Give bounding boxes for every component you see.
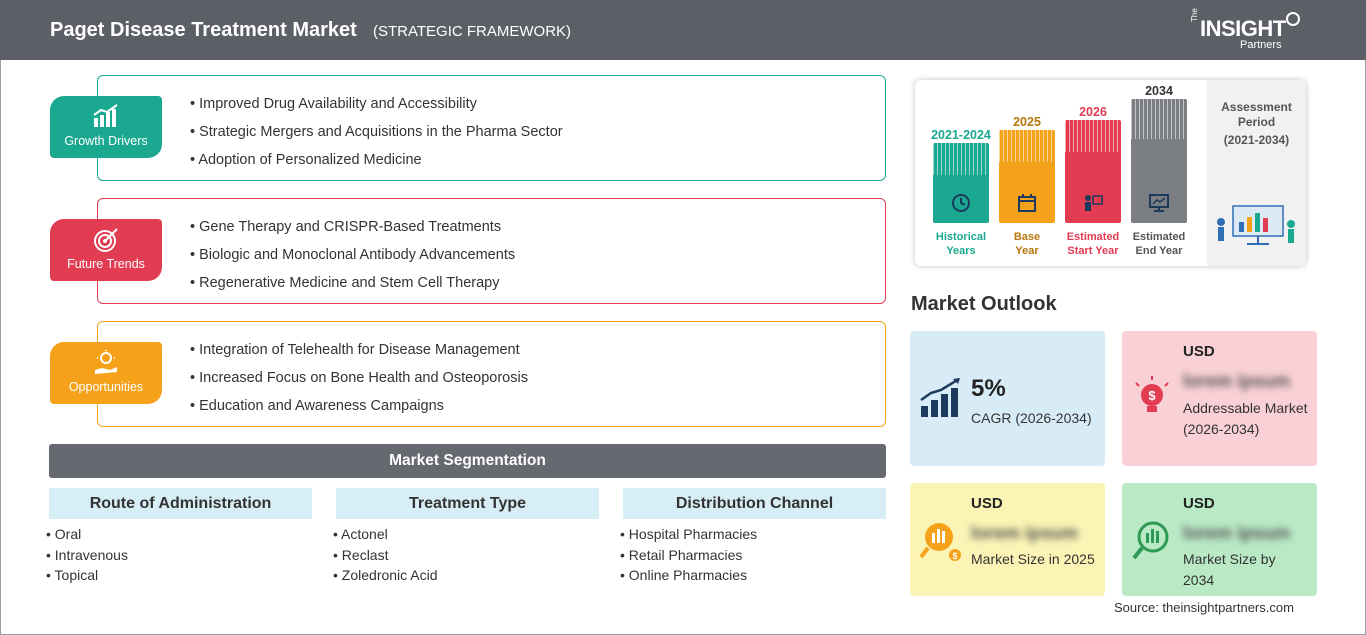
calendar-icon <box>1018 194 1036 212</box>
list-item: Improved Drug Availability and Accessibi… <box>190 94 563 122</box>
market-outlook-title: Market Outlook <box>911 293 1057 315</box>
list-item: Adoption of Personalized Medicine <box>190 150 563 178</box>
cagr-label: CAGR (2026-2034) <box>971 410 1092 426</box>
opportunities-tag: Opportunities <box>50 342 162 404</box>
list-item: Online Pharmacies <box>620 567 757 588</box>
list-item: Increased Focus on Bone Health and Osteo… <box>190 368 528 396</box>
target-icon <box>94 228 118 252</box>
market-size-2034-card: USD lorem ipsum Market Size by 2034 <box>1122 483 1317 596</box>
list-item: Regenerative Medicine and Stem Cell Ther… <box>190 273 515 301</box>
list-item: Oral <box>46 526 128 547</box>
list-item: Hospital Pharmacies <box>620 526 757 547</box>
future-trends-label: Future Trends <box>67 257 145 271</box>
cagr-card: 5% CAGR (2026-2034) <box>910 331 1105 466</box>
list-item: Retail Pharmacies <box>620 547 757 568</box>
svg-text:$: $ <box>1148 388 1156 403</box>
opportunities-label: Opportunities <box>68 380 144 394</box>
size2034-usd: USD <box>1183 495 1215 512</box>
history-icon <box>952 194 970 212</box>
historical-year: 2021-2024 <box>931 128 991 142</box>
future-trends-box: Gene Therapy and CRISPR-Based Treatments… <box>97 198 886 304</box>
size2034-value: lorem ipsum <box>1183 523 1291 543</box>
header-bar: Paget Disease Treatment Market (STRATEGI… <box>0 0 1366 60</box>
segment-list-distribution: Hospital Pharmacies Retail Pharmacies On… <box>620 526 757 588</box>
list-item: Actonel <box>333 526 438 547</box>
source-note: Source: theinsightpartners.com <box>1114 600 1294 615</box>
cagr-value: 5% <box>971 375 1006 402</box>
list-item: Intravenous <box>46 547 128 568</box>
size2034-label: Market Size by 2034 <box>1183 551 1276 588</box>
size2025-value: lorem ipsum <box>971 523 1079 543</box>
end-bar <box>1131 99 1187 223</box>
magnifier-chart-icon: $ <box>919 523 961 561</box>
addressable-label: Addressable Market (2026-2034) <box>1183 400 1308 437</box>
assessment-label: Assessment Period <box>1221 100 1292 129</box>
company-logo[interactable]: The INSIGHT Partners <box>1190 8 1310 54</box>
segment-heading-distribution: Distribution Channel <box>623 488 886 519</box>
market-size-2025-card: $ USD lorem ipsum Market Size in 2025 <box>910 483 1105 596</box>
growth-drivers-box: Improved Drug Availability and Accessibi… <box>97 75 886 181</box>
list-item: Topical <box>46 567 128 588</box>
growth-bars-icon <box>920 378 960 417</box>
segment-heading-route: Route of Administration <box>49 488 312 519</box>
segment-heading-treatment: Treatment Type <box>336 488 599 519</box>
page-subtitle: (STRATEGIC FRAMEWORK) <box>373 23 572 40</box>
monitor-chart-icon <box>1149 194 1169 212</box>
end-year: 2034 <box>1145 84 1173 98</box>
assessment-range: (2021-2034) <box>1223 133 1290 147</box>
list-item: Education and Awareness Campaigns <box>190 396 528 424</box>
start-bar <box>1065 120 1121 223</box>
page-title: Paget Disease Treatment Market <box>50 19 357 41</box>
base-bar <box>999 130 1055 223</box>
base-year: 2025 <box>1013 115 1041 129</box>
list-item: Gene Therapy and CRISPR-Based Treatments <box>190 217 515 245</box>
growth-drivers-label: Growth Drivers <box>64 134 148 148</box>
list-item: Zoledronic Acid <box>333 567 438 588</box>
growth-drivers-list: Improved Drug Availability and Accessibi… <box>190 94 563 178</box>
opportunities-list: Integration of Telehealth for Disease Ma… <box>190 340 528 424</box>
opportunities-box: Integration of Telehealth for Disease Ma… <box>97 321 886 427</box>
idea-dollar-icon: $ <box>1135 376 1169 412</box>
list-item: Strategic Mergers and Acquisitions in th… <box>190 122 562 150</box>
lightbulb-hand-icon <box>95 350 117 374</box>
size2025-usd: USD <box>971 495 1003 512</box>
addressable-value: lorem ipsum <box>1183 371 1291 391</box>
future-trends-tag: Future Trends <box>50 219 162 281</box>
svg-text:$: $ <box>952 551 957 561</box>
segment-list-treatment: Actonel Reclast Zoledronic Acid <box>333 526 438 588</box>
magnifier-chart-icon <box>1132 521 1169 560</box>
segmentation-title: Market Segmentation <box>49 444 886 478</box>
historical-bar <box>933 143 989 223</box>
growth-chart-icon <box>93 104 118 127</box>
list-item: Biologic and Monoclonal Antibody Advance… <box>190 245 515 273</box>
list-item: Integration of Telehealth for Disease Ma… <box>190 340 528 368</box>
size2025-label: Market Size in 2025 <box>971 551 1095 567</box>
segment-list-route: Oral Intravenous Topical <box>46 526 128 588</box>
future-trends-list: Gene Therapy and CRISPR-Based Treatments… <box>190 217 515 301</box>
presentation-icon <box>1085 195 1103 211</box>
addressable-usd: USD <box>1183 343 1215 360</box>
list-item: Reclast <box>333 547 438 568</box>
start-year: 2026 <box>1079 105 1107 119</box>
analyst-dashboard-icon <box>1217 205 1295 245</box>
growth-drivers-tag: Growth Drivers <box>50 96 162 158</box>
assessment-period-panel: Assessment Period (2021-2034) <box>1207 80 1306 266</box>
addressable-market-card: $ USD lorem ipsum Addressable Market (20… <box>1122 331 1317 466</box>
